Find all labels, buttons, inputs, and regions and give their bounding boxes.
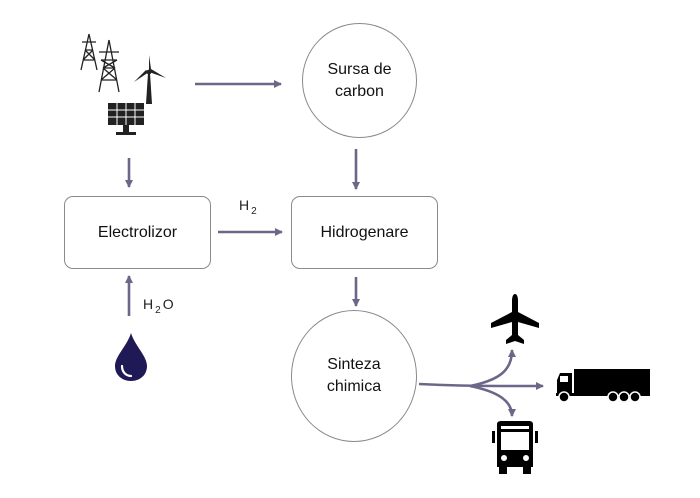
synthesis-node: Sinteza chimica <box>291 310 417 442</box>
truck-icon <box>556 369 650 403</box>
power-pylon-icon <box>80 33 120 93</box>
synthesis-line1: Sinteza <box>327 356 381 373</box>
carbon-source-line2: carbon <box>335 82 384 100</box>
solar-panel-icon <box>108 103 144 135</box>
synthesis-line2: chimica <box>326 378 382 395</box>
electrolyzer-node: Electrolizor <box>64 196 211 269</box>
arrow-to-airplane <box>469 349 516 388</box>
carbon-source-line1: Sursa de <box>327 60 392 78</box>
h2-subscript: 2 <box>251 206 257 217</box>
arrow-to-bus <box>469 384 516 417</box>
h2o-symbol: H <box>143 296 154 312</box>
h2o-suffix: O <box>162 296 174 312</box>
airplane-icon <box>491 294 539 344</box>
carbon-source-node: Sursa de carbon <box>302 23 417 138</box>
water-drop-icon <box>115 333 147 381</box>
electrolyzer-label: Electrolizor <box>97 223 178 241</box>
hydrogenation-node: Hidrogenare <box>291 196 438 269</box>
hydrogenation-label: Hidrogenare <box>320 223 409 241</box>
bus-icon <box>492 421 538 474</box>
h2o-subscript: 2 <box>155 305 161 316</box>
wind-turbine-icon <box>134 55 166 104</box>
h2-symbol: H <box>239 197 250 213</box>
